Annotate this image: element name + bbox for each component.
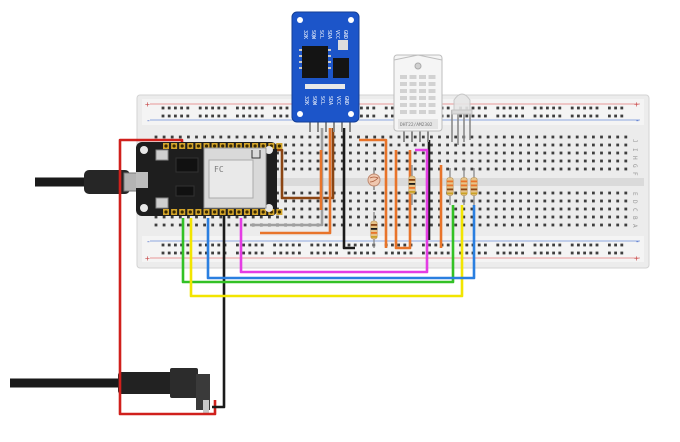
resistors [370, 165, 478, 248]
rtc-bottom-pin-scl: SCL [319, 96, 325, 105]
resistor-3 [446, 168, 454, 205]
rtc-top-pin-vcc: VCC [334, 30, 340, 39]
esp-badge: FC [214, 165, 224, 174]
wire-brown [272, 128, 335, 200]
photoresistor [367, 168, 381, 190]
rtc-top-pin-sda: SDA [326, 30, 332, 39]
wire-yellow [189, 205, 464, 298]
rtc-chip [302, 46, 328, 78]
rtc-bottom-pin-gnd: GND [343, 96, 349, 105]
flash-button [155, 197, 169, 209]
top-power-rail [142, 99, 644, 125]
wires [118, 128, 476, 416]
row-label-i: I [631, 148, 638, 152]
rail-minus-right-bottom: - [635, 237, 640, 246]
rtc-top-pin-32k: 32K [302, 30, 308, 39]
eeprom-chip [333, 58, 349, 78]
row-label-d: D [631, 200, 638, 204]
rail-plus-left-bottom: + [145, 254, 150, 263]
rail-minus-right-top: - [635, 116, 640, 125]
resistor-1 [370, 212, 378, 248]
rail-plus-right-bottom: + [634, 254, 639, 263]
micro-usb-port [136, 172, 148, 188]
resistor-2 [408, 165, 416, 205]
rtc-module: 32K SQW SCL SDA VCC GND 32K SQW SCL SDA … [291, 11, 360, 132]
resistor-5 [470, 168, 478, 205]
wire-black-gnd-rtc [342, 128, 355, 250]
resistor-4 [460, 168, 468, 205]
rgb-led [451, 93, 473, 145]
dht-label: DHT22/AM2302 [400, 122, 433, 128]
wire-magenta [239, 148, 429, 274]
rtc-bottom-pin-sqw: SQW [311, 96, 317, 106]
row-label-e: E [631, 192, 638, 196]
row-label-b: B [631, 216, 638, 220]
usb-cable [35, 170, 139, 194]
wire-green [181, 205, 455, 284]
rtc-bottom-pin-sda: SDA [327, 96, 333, 105]
wire-red-power [118, 138, 217, 416]
rail-minus-left-top: - [146, 116, 151, 125]
wire-blue [206, 205, 476, 280]
row-label-g: G [631, 164, 638, 168]
rail-plus-left-top: + [145, 100, 150, 109]
dht-grille [400, 75, 436, 114]
reset-button [155, 149, 169, 161]
row-labels-right: J I H G F E D C B A [631, 139, 638, 228]
rtc-top-pin-gnd: GND [342, 30, 348, 39]
esp-header-top [163, 143, 283, 149]
wire-orange-vcc [260, 128, 332, 235]
dht22-sensor: DHT22/AM2302 [393, 54, 443, 142]
breadboard-center-channel [142, 178, 644, 186]
rtc-top-pin-scl: SCL [318, 30, 324, 39]
wire-orange-ldr [359, 138, 388, 248]
nodemcu-board: FC [136, 142, 283, 216]
row-label-j: J [631, 139, 638, 143]
rtc-bottom-pin-vcc: VCC [335, 96, 341, 105]
esp-header-bottom [163, 209, 283, 215]
rtc-top-pin-sqw: SQW [310, 30, 316, 40]
row-label-h: H [631, 156, 638, 160]
rtc-bottom-pin-32k: 32K [303, 96, 309, 105]
rail-minus-left-bottom: - [146, 237, 151, 246]
row-label-f: F [631, 172, 638, 176]
rail-plus-right-top: + [634, 100, 639, 109]
wire-orange-dht [394, 150, 412, 250]
dc-barrel-jack [10, 368, 210, 414]
bottom-rail-holes [161, 243, 624, 255]
row-label-c: C [631, 208, 638, 212]
row-label-a: A [631, 224, 638, 228]
